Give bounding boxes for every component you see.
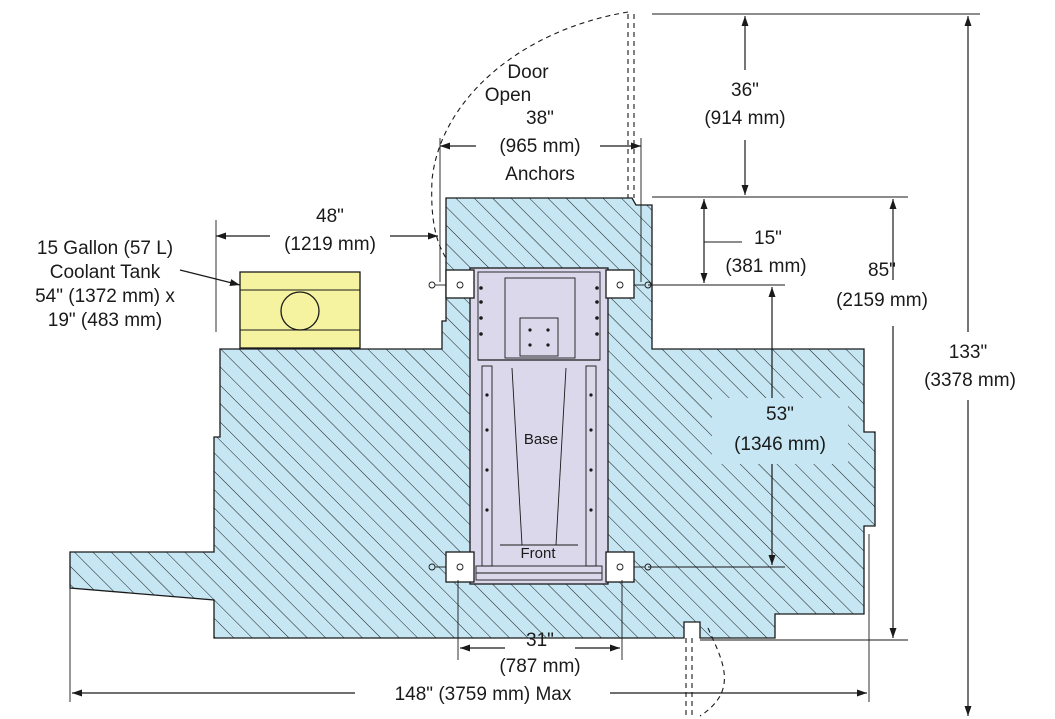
door-open-label-line2: Open xyxy=(485,85,531,106)
door-open-label-line1: Door xyxy=(507,62,549,83)
dim-rear-offset-mm: (381 mm) xyxy=(725,256,806,277)
coolant-tank-length: 54" (1372 mm) x xyxy=(35,286,175,307)
dim-rear-depth-value: 85" xyxy=(868,260,896,281)
coolant-tank-title: Coolant Tank xyxy=(50,262,161,283)
anchor-pad-front-right xyxy=(605,551,652,583)
rear-door-swing xyxy=(431,11,635,259)
dim-rear-depth-mm: (2159 mm) xyxy=(836,290,928,311)
dim-rear-offset-value: 15" xyxy=(754,228,782,249)
anchor-pad-rear-left xyxy=(428,269,475,299)
anchor-pad-front-left xyxy=(428,551,475,583)
dim-tank-distance-value: 48" xyxy=(316,206,344,227)
dim-tank-distance-mm: (1219 mm) xyxy=(284,234,376,255)
dim-anchors-width-mm: (965 mm) xyxy=(499,136,580,157)
dim-overall-width xyxy=(69,534,870,702)
dim-front-anchors xyxy=(457,580,623,660)
base-label: Base xyxy=(524,431,558,448)
front-label: Front xyxy=(520,545,556,562)
dim-overall-depth-mm: (3378 mm) xyxy=(924,370,1016,391)
dim-anchor-depth-value: 53" xyxy=(766,404,794,425)
dim-anchors-width xyxy=(439,138,642,282)
dim-front-anchors-value: 31" xyxy=(526,630,554,651)
dim-anchors-label: Anchors xyxy=(505,164,575,185)
dim-door-clearance-mm: (914 mm) xyxy=(704,108,785,129)
dim-rear-offset xyxy=(648,199,785,286)
dim-anchors-width-value: 38" xyxy=(526,108,554,129)
dim-rear-depth xyxy=(700,199,908,641)
dim-front-anchors-mm: (787 mm) xyxy=(499,656,580,677)
machine-base xyxy=(469,267,609,585)
dim-anchor-depth xyxy=(648,287,785,568)
dim-door-clearance xyxy=(652,13,980,198)
dim-overall-width-value: 148" (3759 mm) Max xyxy=(395,684,572,705)
dim-overall-depth-value: 133" xyxy=(949,342,987,363)
dim-anchor-depth-mm: (1346 mm) xyxy=(734,434,826,455)
anchor-depth-highlight xyxy=(712,398,848,464)
coolant-tank-width: 19" (483 mm) xyxy=(48,310,162,331)
coolant-tank-capacity: 15 Gallon (57 L) xyxy=(37,238,173,259)
front-door-swing xyxy=(685,627,725,717)
dim-tank-distance xyxy=(215,220,438,332)
dim-door-clearance-value: 36" xyxy=(731,80,759,101)
coolant-tank-leader xyxy=(179,269,241,286)
tank-fill-cap-icon xyxy=(280,291,320,331)
coolant-tank xyxy=(239,271,361,349)
anchor-pad-rear-right xyxy=(605,269,652,299)
